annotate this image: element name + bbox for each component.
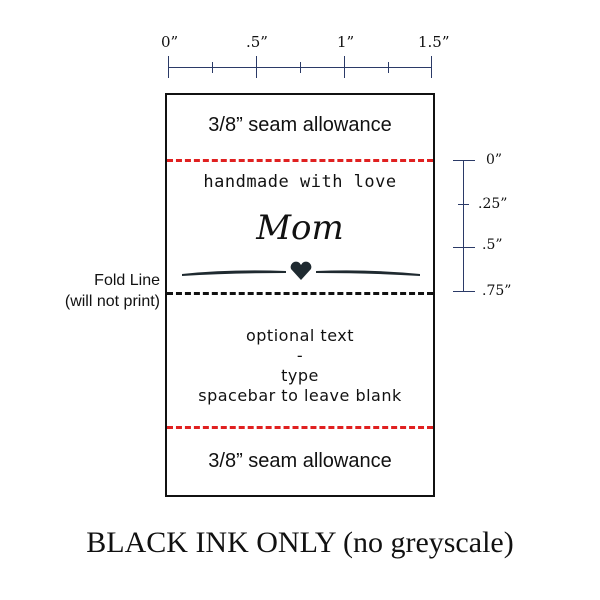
fold-line-note: (will not print) bbox=[64, 293, 160, 310]
optional-text: optional text bbox=[245, 326, 354, 345]
ruler-label-0: 0” bbox=[161, 33, 179, 51]
optional-spacebar: spacebar to leave blank bbox=[198, 386, 402, 405]
seam-allowance-bottom: 3/8” seam allowance bbox=[208, 450, 392, 472]
footer-note: BLACK INK ONLY (no greyscale) bbox=[86, 526, 514, 559]
heart-divider-icon bbox=[182, 261, 420, 280]
optional-type: type bbox=[281, 366, 319, 385]
side-label-25: .25” bbox=[478, 196, 508, 212]
optional-dash: - bbox=[296, 346, 304, 365]
seam-allowance-top: 3/8” seam allowance bbox=[208, 114, 392, 136]
seam-line-bottom bbox=[167, 426, 433, 429]
fold-line-title: Fold Line bbox=[94, 272, 160, 289]
side-label-75: .75” bbox=[482, 283, 512, 299]
name-script: Mom bbox=[256, 208, 344, 248]
ruler-label-1: 1” bbox=[337, 33, 355, 51]
label-outline bbox=[165, 93, 435, 497]
handmade-text: handmade with love bbox=[203, 172, 397, 192]
side-label-0: 0” bbox=[486, 152, 503, 168]
fold-line bbox=[167, 292, 433, 295]
seam-line-top bbox=[167, 159, 433, 162]
ruler-label-1-5: 1.5” bbox=[418, 33, 450, 51]
side-label-5: .5” bbox=[482, 237, 503, 253]
ruler-label-half: .5” bbox=[246, 33, 268, 51]
